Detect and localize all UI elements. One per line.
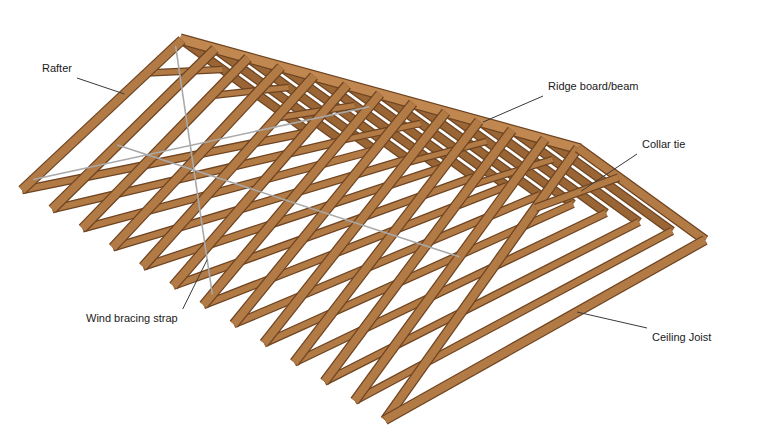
front-rafter — [204, 94, 381, 305]
part-label: Collar tie — [640, 138, 687, 151]
front-rafter — [143, 76, 314, 267]
back-rafter — [578, 148, 705, 240]
ceiling-joist — [385, 240, 705, 420]
back-rafter — [578, 148, 705, 240]
leader-line — [581, 154, 637, 191]
back-rafter — [578, 148, 705, 240]
ceiling-joist — [355, 231, 672, 401]
front-rafter — [143, 76, 314, 267]
front-rafter — [173, 85, 347, 286]
front-rafter — [355, 139, 545, 401]
gable-end — [385, 148, 705, 420]
front-rafter — [83, 58, 249, 228]
front-rafter — [325, 130, 513, 382]
front-rafter — [385, 148, 578, 420]
front-rafter — [52, 49, 215, 209]
wind-bracing-strap — [33, 107, 369, 180]
wind-bracing-strap — [117, 145, 459, 257]
ceiling-joist — [355, 231, 672, 401]
part-label: Wind bracing strap — [84, 312, 180, 325]
leader-line — [77, 78, 124, 94]
front-rafter — [325, 130, 513, 382]
front-rafter — [385, 148, 578, 420]
front-rafter — [355, 139, 545, 401]
front-rafter — [83, 58, 249, 228]
ceiling-joist — [385, 240, 705, 420]
wind-bracing-straps — [33, 46, 459, 294]
leader-line — [183, 260, 207, 309]
front-rafter — [173, 85, 347, 286]
collar-tie — [536, 177, 619, 207]
leader-line — [483, 96, 543, 122]
front-rafter — [52, 49, 215, 209]
back-rafter — [578, 148, 705, 240]
collar-tie — [536, 177, 619, 207]
part-label: Rafter — [40, 62, 74, 75]
ceiling-joists — [22, 132, 672, 401]
front-rafter — [204, 94, 381, 305]
part-label: Ceiling Joist — [650, 331, 713, 344]
part-label: Ridge board/beam — [546, 80, 641, 93]
leader-line — [577, 312, 647, 328]
